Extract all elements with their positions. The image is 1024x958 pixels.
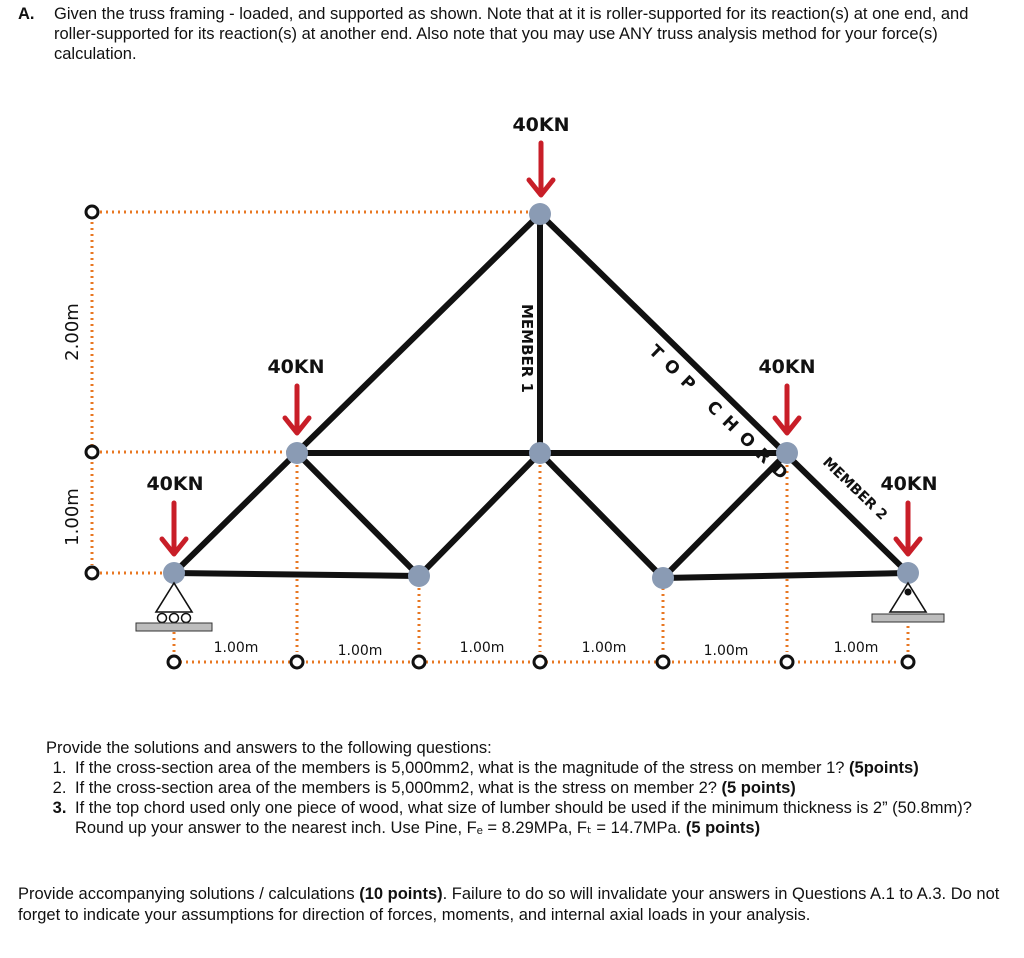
- footer-text-1: Provide accompanying solutions / calcula…: [18, 885, 355, 903]
- questions-intro: Provide the solutions and answers to the…: [46, 739, 492, 757]
- left-ground-hatch: [135, 622, 213, 632]
- node-right-support: [897, 562, 919, 584]
- questions-list: If the cross-section area of the members…: [46, 758, 1006, 838]
- left-support-triangle: [154, 581, 194, 613]
- load-arrow-left-panel-head: [282, 415, 312, 436]
- right-roller-pin: [904, 588, 912, 596]
- span-label-1: 1.00m: [214, 640, 259, 656]
- node-apex: [529, 203, 551, 225]
- member-diagonal-a: [294, 450, 422, 579]
- question-2-text: If the cross-section area of the members…: [75, 779, 717, 797]
- member-diagonal-c: [537, 450, 666, 581]
- load-arrow-apex-head: [526, 177, 556, 198]
- roller-wheel-1: [156, 612, 168, 624]
- roller-wheel-2: [168, 612, 180, 624]
- dimension-markers: [84, 204, 916, 670]
- truss-members: [171, 211, 911, 581]
- dim-marker-base-7: [900, 654, 916, 670]
- span-label-6: 1.00m: [834, 640, 879, 656]
- node-center: [529, 442, 551, 464]
- dimension-lines: [90, 210, 910, 664]
- member-1-label: MEMBER 1: [518, 304, 536, 393]
- question-2: If the cross-section area of the members…: [71, 778, 1006, 798]
- span-label-2: 1.00m: [338, 643, 383, 659]
- span-label-4: 1.00m: [582, 640, 627, 656]
- member-bottom-left: [171, 570, 422, 579]
- span-label-3: 1.00m: [460, 640, 505, 656]
- span-label-5: 1.00m: [704, 643, 749, 659]
- question-3-text: If the top chord used only one piece of …: [75, 799, 972, 837]
- truss-diagram: 40KN 40KN 40KN 40KN 40KN MEMBER 1 MEMBER…: [62, 114, 945, 670]
- question-1-points: (5points): [849, 759, 919, 777]
- problem-text: Given the truss framing - loaded, and su…: [54, 5, 969, 63]
- load-arrow-right-end-head: [893, 536, 923, 557]
- load-arrow-left-end-head: [159, 536, 189, 557]
- height-label-upper: 2.00m: [62, 303, 83, 361]
- dim-marker-middle: [84, 444, 100, 460]
- load-arrows: [159, 140, 923, 557]
- load-label-left-end: 40KN: [146, 473, 203, 495]
- right-ground-hatch: [871, 613, 945, 623]
- node-right-panel: [776, 442, 798, 464]
- member-bottom-right: [660, 570, 911, 581]
- right-roller-support: [871, 581, 945, 623]
- member-top-chord-left: [171, 211, 543, 576]
- node-left-panel: [286, 442, 308, 464]
- footer-instructions: Provide accompanying solutions / calcula…: [18, 884, 1018, 926]
- node-bottom-right: [652, 567, 674, 589]
- left-roller-support: [135, 581, 213, 632]
- question-1-text: If the cross-section area of the members…: [75, 759, 845, 777]
- footer-text-2: . Failure to do so will invalidate your …: [18, 885, 1000, 924]
- problem-statement: A. Given the truss framing - loaded, and…: [18, 4, 1008, 64]
- dim-marker-top: [84, 204, 100, 220]
- dim-marker-base-2: [289, 654, 305, 670]
- load-label-right-panel: 40KN: [758, 356, 815, 378]
- span-labels: 1.00m 1.00m 1.00m 1.00m 1.00m 1.00m: [214, 640, 879, 659]
- dim-marker-base-3: [411, 654, 427, 670]
- load-labels: 40KN 40KN 40KN 40KN 40KN: [146, 114, 937, 495]
- question-3-points: (5 points): [685, 819, 761, 837]
- question-2-points: (5 points): [721, 779, 796, 797]
- dim-marker-base-6: [779, 654, 795, 670]
- questions-section: Provide the solutions and answers to the…: [46, 738, 1006, 838]
- node-left-support: [163, 562, 185, 584]
- load-label-left-panel: 40KN: [267, 356, 324, 378]
- node-bottom-left: [408, 565, 430, 587]
- load-label-apex: 40KN: [512, 114, 569, 136]
- member-top-chord-right: [537, 211, 911, 576]
- dim-marker-bottom: [84, 565, 100, 581]
- member-2-label: MEMBER 2: [819, 454, 890, 523]
- right-support-triangle: [888, 581, 928, 613]
- member-diagonal-b: [416, 450, 543, 579]
- member-diagonal-d: [660, 450, 790, 581]
- question-1: If the cross-section area of the members…: [71, 758, 1006, 778]
- dim-marker-base-1: [166, 654, 182, 670]
- height-label-lower: 1.00m: [62, 488, 83, 546]
- footer-points: (10 points): [359, 885, 443, 903]
- dim-marker-base-5: [655, 654, 671, 670]
- problem-label: A.: [18, 5, 35, 23]
- dim-marker-base-4: [532, 654, 548, 670]
- question-3: If the top chord used only one piece of …: [71, 798, 1006, 838]
- roller-wheel-3: [180, 612, 192, 624]
- truss-nodes: [163, 203, 919, 589]
- load-label-right-end: 40KN: [880, 473, 937, 495]
- load-arrow-right-panel-head: [772, 415, 802, 436]
